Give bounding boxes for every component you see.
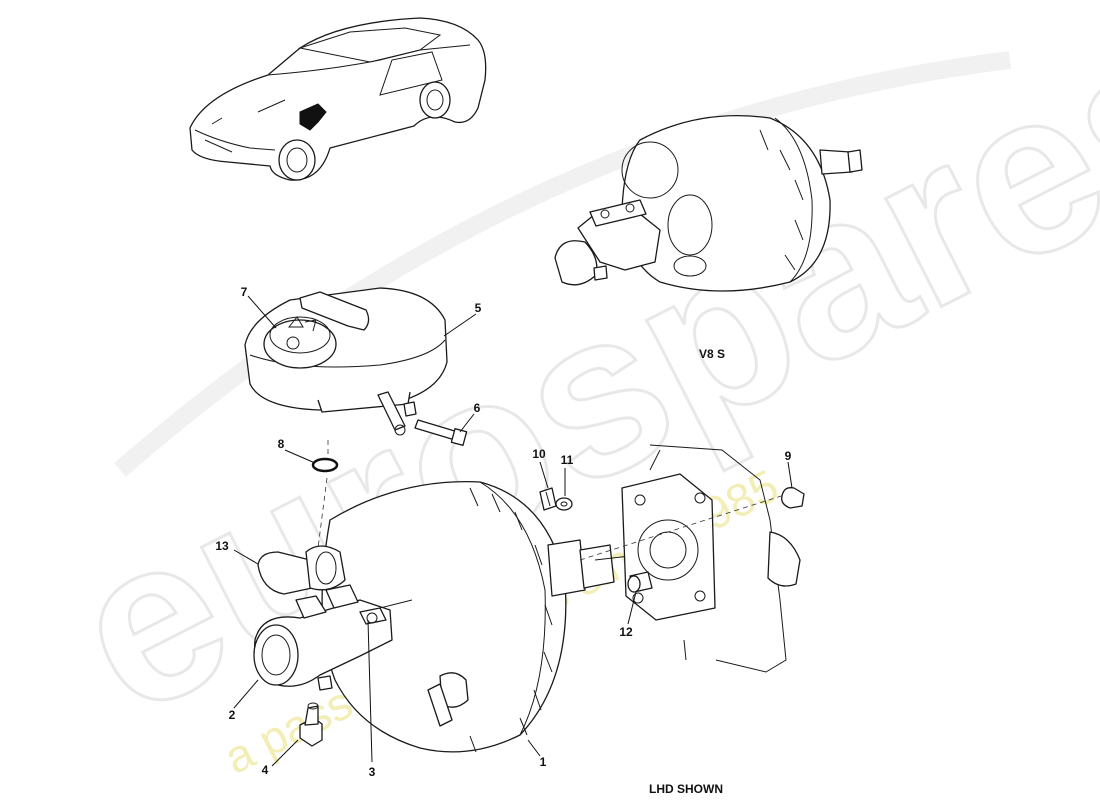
callout-3: 3 <box>369 765 376 779</box>
sensor-13 <box>257 545 346 595</box>
callouts: 7 5 6 8 9 10 11 13 12 2 4 3 1 <box>215 285 791 779</box>
bolt-6 <box>414 419 468 446</box>
callout-4: 4 <box>262 763 269 777</box>
brake-booster-1 <box>321 481 631 753</box>
switch-4 <box>299 702 323 747</box>
watermark: eurospares a passion for parts since 198… <box>34 0 1100 784</box>
callout-9: 9 <box>785 449 792 463</box>
watermark-brand: eurospares <box>36 0 1100 764</box>
fluid-reservoir <box>244 287 448 436</box>
callout-7: 7 <box>241 285 248 299</box>
callout-8: 8 <box>278 437 285 451</box>
callout-12: 12 <box>619 625 633 639</box>
leader-lines <box>233 295 793 767</box>
callout-10: 10 <box>532 447 546 461</box>
o-ring-8 <box>311 440 339 549</box>
callout-11: 11 <box>561 453 574 467</box>
master-cylinder-2 <box>253 584 413 691</box>
variant-caption: V8 S <box>699 347 725 361</box>
callout-5: 5 <box>475 301 482 315</box>
callout-6: 6 <box>474 401 481 415</box>
v8s-booster-assembly <box>554 114 863 292</box>
callout-2: 2 <box>229 708 236 722</box>
callout-13: 13 <box>215 539 229 553</box>
washer-11 <box>555 497 573 511</box>
car-locator-icon <box>189 17 487 181</box>
stud-12 <box>627 571 653 593</box>
lhd-shown-caption: LHD SHOWN <box>649 782 723 796</box>
callout-1: 1 <box>540 755 547 769</box>
nut-9 <box>781 487 805 509</box>
